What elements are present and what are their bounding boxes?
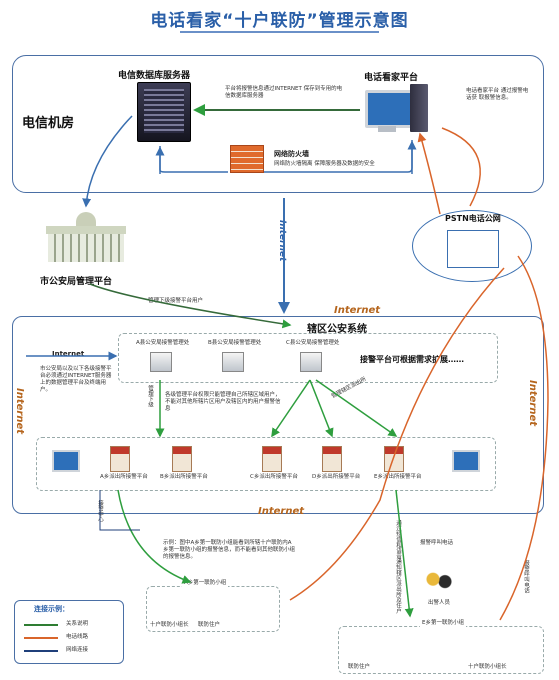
internet-top-label: Internet <box>334 305 381 316</box>
telecom-panel <box>12 55 544 193</box>
monitor-stand <box>378 126 396 132</box>
manage-lower-text: 管理下级 <box>147 385 153 407</box>
pstn-top-curve <box>441 127 481 207</box>
station-b-label: B县公安局接警管理处 <box>208 340 262 346</box>
pstn-switch-box <box>447 230 499 268</box>
right-side-internet: Internet <box>527 380 538 427</box>
town-d-label: D乡派出所接警平台 <box>312 474 361 480</box>
telecom-room-label: 电信机房 <box>22 116 75 131</box>
bottom-internet-label: Internet <box>258 506 305 517</box>
district-system-label: 辖区公安系统 <box>307 324 367 335</box>
example-text: 示例：图中A乡第一联防小组能看到所辖十户联防内A乡第一联防小组的报警信息，而不能… <box>163 540 296 560</box>
station-c-to-town-e <box>315 379 398 437</box>
db-to-police-link <box>82 115 133 208</box>
leader-left: 十户联防小组长 <box>150 622 189 628</box>
legend-network-label: 网络连接 <box>66 647 89 653</box>
pstn-label: PSTN电话公网 <box>445 214 501 223</box>
firewall-icon <box>230 145 264 173</box>
group-left-label: A乡第一联防小组 <box>182 580 229 587</box>
db-server-label: 电信数据库服务器 <box>118 71 191 81</box>
town-d-icon <box>322 446 342 472</box>
station-a-server-icon <box>150 352 172 372</box>
firewall-title: 网络防火墙 <box>274 150 309 158</box>
station-c-server-icon <box>300 352 322 372</box>
title-underline <box>180 31 379 33</box>
pstn-to-platform-phone <box>417 132 441 215</box>
left-side-internet: Internet <box>14 388 25 435</box>
member-left: 联防住户 <box>198 622 221 628</box>
town-a-label: A乡派出所接警平台 <box>100 474 148 480</box>
police-person-icon <box>424 572 454 596</box>
city-police-label: 市公安局管理平台 <box>40 277 113 287</box>
town-a-icon <box>110 446 130 472</box>
station-c-label: C县公安局接警管理处 <box>286 340 340 346</box>
page-title: 电话看家“十户联防”管理示意图 <box>150 11 409 31</box>
town-e-label: E乡派出所接警平台 <box>374 474 422 480</box>
town-b-icon <box>172 446 192 472</box>
town-e-icon <box>384 446 404 472</box>
mid-desc: 各级管理平台权限只能管理自己所辖区域用户，不能对其他所辖片区用户及辖区内的用户报… <box>165 392 281 412</box>
pstn-cloud <box>412 210 532 282</box>
phone-platform-note: 电话看家平台 通过报警电话获 取报警信息。 <box>466 88 529 101</box>
member-right: 联防住户 <box>348 664 371 670</box>
legend-line-phone <box>24 637 58 639</box>
leader-right: 十户联防小组长 <box>468 664 507 670</box>
extend-text: 接警平台可根据需求扩展…… <box>360 355 464 364</box>
legend-line-relation <box>24 624 58 626</box>
police-building-icon <box>40 212 132 264</box>
notice-text: 通过短信和语音通知辖区派出所及住户 <box>395 520 401 614</box>
town-b-label: B乡派出所接警平台 <box>160 474 208 480</box>
town-box <box>36 437 496 491</box>
legend-relation-label: 关系说明 <box>66 621 89 627</box>
server-tower-icon <box>410 84 428 132</box>
station-c-to-town-d <box>309 379 334 438</box>
police-to-district-link <box>89 283 292 329</box>
town-e-to-group-right <box>395 489 414 618</box>
station-a-label: A县公安局接警管理处 <box>136 340 190 346</box>
station-b-server-icon <box>222 352 244 372</box>
platform-note: 平台将报警信息通过INTERNET 保存到专用的电信数据库服务器 <box>225 86 343 99</box>
db-server-icon <box>137 82 191 142</box>
police-person-label: 出警人员 <box>428 600 451 606</box>
phone-platform-label: 电话看家平台 <box>364 73 419 83</box>
pstn-right-phone <box>499 255 549 621</box>
alarm-call-text: 报警呼叫电话 <box>420 540 454 546</box>
db-firewall-link <box>159 146 228 173</box>
firewall-platform-link <box>264 140 413 173</box>
legend-title: 连接示例： <box>34 605 69 613</box>
town-c-icon <box>262 446 282 472</box>
left-pc-icon <box>52 450 80 472</box>
town-a-to-group-left <box>117 489 192 584</box>
firewall-desc: 网络防火墙隔离 保障服务器及数据的安全 <box>274 161 375 167</box>
pstn-group-left-phone <box>289 267 505 601</box>
group-right-label: E乡第一联防小组 <box>420 620 466 627</box>
legend-phone-label: 电话线路 <box>66 634 89 640</box>
station-c-to-town-c <box>271 379 311 438</box>
right-pc-icon <box>452 450 480 472</box>
legend-box <box>14 600 124 664</box>
left-internet-label: Internet <box>52 350 85 358</box>
district-panel <box>12 316 544 514</box>
manage-users-text: 管理下级接警平台用户 <box>148 298 204 304</box>
internet-vertical-label: Internet <box>277 220 287 262</box>
town-c-label: C乡派出所接警平台 <box>250 474 298 480</box>
left-desc: 市公安局以及以下各级接警平台必须通过INTERNET服务器上的数据管理平台及终端… <box>40 366 112 393</box>
legend-line-network <box>24 650 58 652</box>
side-left-link <box>99 490 140 531</box>
alarm-phone-right: 报警呼叫电话 <box>523 560 529 593</box>
